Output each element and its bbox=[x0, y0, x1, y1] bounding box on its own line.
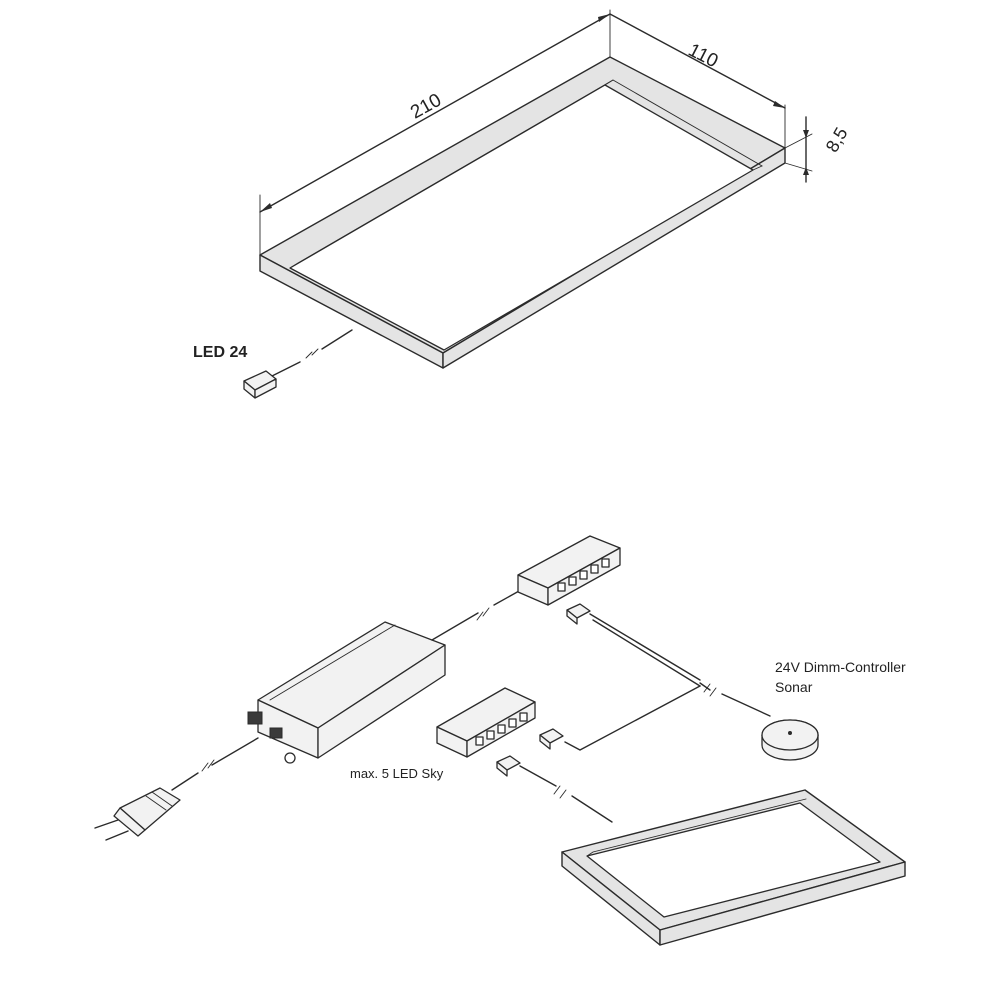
led-panel-dimensioned: 210 110 8,5 LED 24 bbox=[193, 9, 852, 399]
plug-pin-2 bbox=[105, 830, 129, 841]
mains-cable bbox=[211, 737, 259, 766]
distributor-lower bbox=[436, 687, 536, 758]
psu-output-cable bbox=[431, 612, 479, 641]
controller-label-line1: 24V Dimm-Controller bbox=[775, 659, 906, 675]
controller-cable-in bbox=[589, 613, 701, 681]
width-dimension-line bbox=[609, 13, 786, 109]
height-label: 8,5 bbox=[822, 124, 852, 156]
euro-plug bbox=[94, 787, 181, 841]
lower-panel-cable bbox=[519, 765, 557, 787]
product-label: LED 24 bbox=[193, 344, 247, 361]
distributor-label: max. 5 LED Sky bbox=[350, 766, 444, 781]
psu-terminal-left bbox=[247, 711, 263, 725]
psu-screw-hole bbox=[284, 752, 296, 764]
length-dimension-line bbox=[259, 13, 611, 213]
width-label: 110 bbox=[685, 40, 722, 72]
connector-lower-right bbox=[539, 728, 564, 750]
panel-cable bbox=[321, 329, 353, 350]
length-label: 210 bbox=[407, 90, 445, 124]
connector-upper bbox=[566, 603, 591, 625]
plug-pin-1 bbox=[94, 819, 119, 829]
controller-label-line2: Sonar bbox=[775, 679, 813, 695]
distributor-upper bbox=[517, 535, 621, 606]
sonar-dimmer-controller bbox=[761, 719, 819, 761]
controller-cable-out bbox=[564, 685, 701, 751]
led-panel-lower bbox=[561, 789, 906, 946]
psu-terminal-right bbox=[269, 727, 283, 739]
power-supply bbox=[247, 621, 446, 764]
connector-lower-left bbox=[496, 755, 521, 777]
wiring-system: 24V Dimm-Controller Sonar max. 5 LED Sky bbox=[94, 535, 906, 946]
panel-connector bbox=[243, 370, 277, 399]
